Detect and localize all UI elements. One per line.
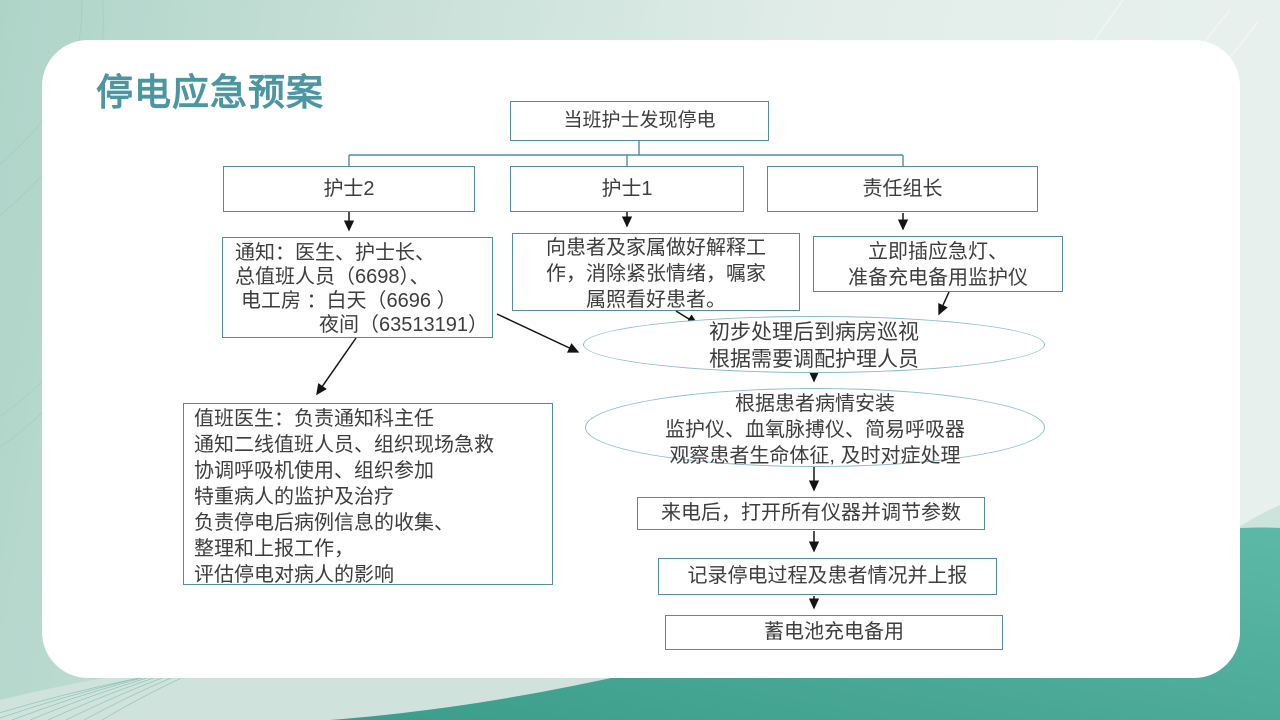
doctor-line: 值班医生：负责通知科主任 (194, 408, 434, 430)
node-duty-nurse-discovers-outage: 当班护士发现停电 (510, 101, 769, 141)
doctor-line: 通知二线值班人员、组织现场急救 (194, 434, 494, 456)
node-notify-contacts: 通知：医生、护士长、 总值班人员（6698）、 电工房 ：白天（6696 ） 夜… (222, 237, 493, 338)
page-title: 停电应急预案 (96, 72, 324, 113)
node-record-and-report: 记录停电过程及患者情况并上报 (658, 558, 997, 595)
tree-connector (348, 141, 904, 166)
node-emergency-light: 立即插应急灯、 准备充电备用监护仪 (813, 236, 1063, 292)
node-nurse-2: 护士2 (223, 166, 475, 212)
doctor-line: 特重病人的监护及治疗 (194, 486, 394, 508)
doctor-line: 整理和上报工作， (194, 538, 354, 560)
node-duty-team-leader: 责任组长 (767, 166, 1038, 212)
notify-line: 通知：医生、护士长、 (235, 242, 435, 264)
node-power-restored: 来电后，打开所有仪器并调节参数 (637, 497, 985, 530)
doctor-line: 负责停电后病例信息的收集、 (194, 512, 454, 534)
doctor-line: 协调呼吸机使用、组织参加 (194, 460, 434, 482)
node-explain-to-patients: 向患者及家属做好解释工 作，消除紧张情绪，嘱家 属照看好患者。 (512, 233, 800, 311)
notify-line: 总值班人员（6698）、 (235, 266, 430, 288)
install-line: 根据患者病情安装 (735, 393, 895, 415)
node-ward-patrol-ellipse: 初步处理后到病房巡视 根据需要调配护理人员 (583, 316, 1045, 373)
node-battery-recharge: 蓄电池充电备用 (665, 615, 1003, 650)
node-duty-doctor-responsibilities: 值班医生：负责通知科主任 通知二线值班人员、组织现场急救 协调呼吸机使用、组织参… (183, 403, 553, 586)
node-nurse-1: 护士1 (510, 166, 744, 212)
flow-arrows (316, 212, 950, 610)
patrol-line: 根据需要调配护理人员 (709, 348, 919, 371)
install-line: 监护仪、血氧脉搏仪、简易呼吸器 (665, 419, 965, 441)
notify-line: 电工房 ：白天（6696 ） (241, 290, 457, 312)
doctor-line: 评估停电对病人的影响 (194, 564, 394, 586)
light-line: 立即插应急灯、 (868, 241, 1008, 263)
notify-line: 夜间（63513191） (319, 314, 488, 336)
light-line: 准备充电备用监护仪 (848, 267, 1028, 289)
explain-line: 属照看好患者。 (586, 289, 726, 311)
explain-line: 作，消除紧张情绪，嘱家 (546, 263, 766, 285)
node-install-equipment-ellipse: 根据患者病情安装 监护仪、血氧脉搏仪、简易呼吸器 观察患者生命体征, 及时对症处… (585, 388, 1045, 467)
install-line: 观察患者生命体征, 及时对症处理 (669, 445, 961, 467)
explain-line: 向患者及家属做好解释工 (546, 237, 766, 259)
patrol-line: 初步处理后到病房巡视 (709, 321, 919, 344)
